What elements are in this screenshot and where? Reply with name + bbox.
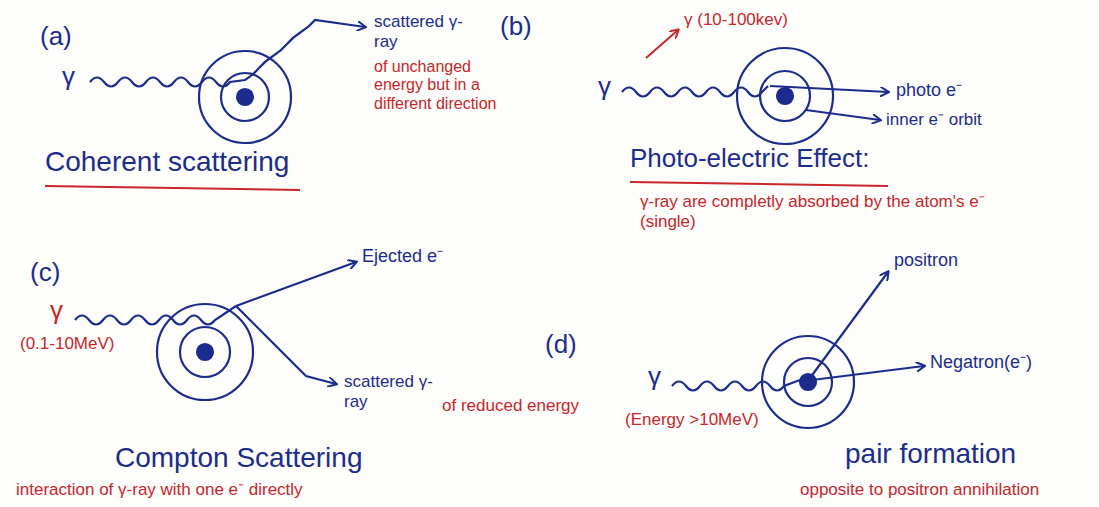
panel-letter: (b) <box>500 12 532 42</box>
panel-title: Compton Scattering <box>115 442 362 474</box>
scatter-label: scattered γ-ray <box>344 372 434 411</box>
panel-letter: (a) <box>40 22 72 52</box>
gamma-symbol: γ <box>648 362 661 392</box>
particle-label: Negatron(e⁻) <box>930 352 1032 373</box>
gamma-symbol: γ <box>50 296 63 326</box>
panel-title: pair formation <box>845 438 1016 470</box>
panel-title: Coherent scattering <box>45 146 289 178</box>
electron-label: photo e⁻ <box>896 80 962 101</box>
note-text: γ-ray are completly absorbed by the atom… <box>640 192 985 231</box>
panel-letter: (d) <box>545 330 577 360</box>
note-text: of reduced energy <box>442 396 579 416</box>
panel-letter: (c) <box>30 258 60 288</box>
energy-label: (0.1-10MeV) <box>20 334 114 354</box>
energy-label: (Energy >10MeV) <box>625 410 759 430</box>
particle-label: positron <box>894 250 958 271</box>
note-text: of unchanged energy but in a different d… <box>374 58 524 113</box>
scatter-label: scattered γ-ray <box>374 12 474 51</box>
note-text: interaction of γ-ray with one e⁻ directl… <box>16 480 303 500</box>
energy-label: γ (10-100kev) <box>684 10 788 30</box>
electron-label: inner e⁻ orbit <box>886 110 982 130</box>
gamma-symbol: γ <box>598 72 611 102</box>
electron-label: Ejected e⁻ <box>362 246 443 267</box>
gamma-symbol: γ <box>62 62 75 92</box>
note-text: opposite to positron annihilation <box>800 480 1039 500</box>
panel-title: Photo-electric Effect: <box>630 144 869 174</box>
